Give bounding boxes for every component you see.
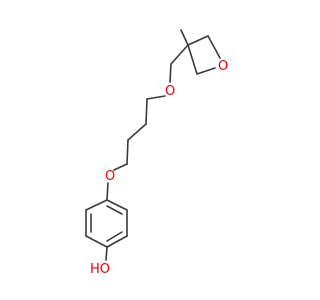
hydroxyl-label: HO <box>90 262 110 277</box>
bond-ring-double-1 <box>106 205 123 215</box>
bond-aryl-o <box>106 182 109 201</box>
bond-chain-2 <box>145 98 148 125</box>
bond-ch2-b <box>169 63 172 83</box>
bond-oxetane-4 <box>187 44 198 75</box>
bond-chain-3 <box>127 123 147 141</box>
bond-chain-5 <box>113 163 128 171</box>
bond-chain-1 <box>146 95 166 100</box>
oxetane-oxygen-label: O <box>218 59 228 74</box>
bond-ring-4 <box>85 235 108 248</box>
ether-oxygen-aryl-label: O <box>105 169 115 184</box>
bond-ring-1 <box>106 199 128 211</box>
bond-oxetane-1 <box>187 35 209 46</box>
molecule-structure: O O O HO <box>85 29 228 277</box>
atom-labels: O O O HO <box>90 59 228 277</box>
bond-ring-3 <box>106 235 128 248</box>
bond-ring-double-2 <box>106 231 123 242</box>
bond-ring-6 <box>85 199 108 211</box>
bond-methyl <box>180 29 189 46</box>
bond-hydroxyl <box>105 246 108 261</box>
ether-oxygen-top-label: O <box>165 84 175 99</box>
bond-oxetane-2 <box>207 35 221 59</box>
bond-ch2-a <box>170 44 189 65</box>
bond-oxetane-3 <box>196 67 216 75</box>
bonds <box>85 29 221 261</box>
bond-chain-4 <box>126 139 129 165</box>
